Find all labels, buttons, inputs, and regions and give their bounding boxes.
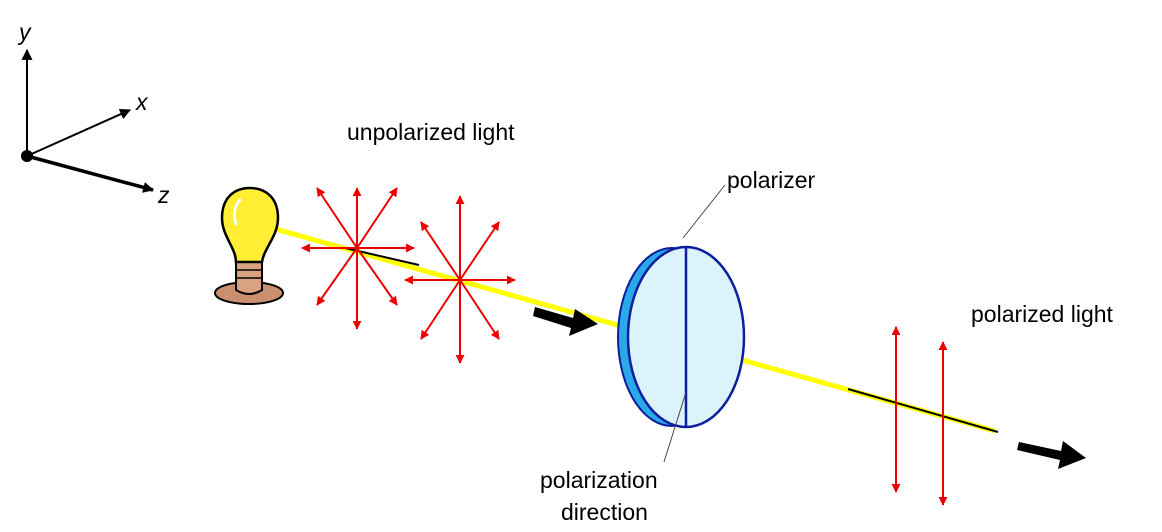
axes-origin: [21, 150, 33, 162]
coordinate-axes: y x z: [17, 19, 170, 208]
unpolarized-light-label: unpolarized light: [347, 119, 515, 145]
z-axis: [26, 154, 155, 193]
polarizer-label: polarizer: [727, 167, 816, 193]
polarizer-leader-line: [682, 184, 726, 239]
x-axis: [26, 109, 132, 157]
light-bulb-icon: [214, 186, 284, 305]
direction-arrow-icon: [533, 307, 598, 336]
polarized-field-arrows: [891, 326, 948, 506]
unpolarized-field-burst-1: [301, 187, 415, 330]
direction-leader-line: [663, 391, 687, 463]
y-axis-label: y: [17, 19, 32, 45]
polarization-direction-label-line2: direction: [561, 499, 648, 525]
polarization-direction-label-line1: polarization: [540, 467, 658, 493]
direction-arrow-icon: [1017, 441, 1086, 469]
polarized-light-label: polarized light: [971, 301, 1114, 327]
polarizer: [617, 245, 746, 429]
z-axis-label: z: [157, 182, 170, 208]
beam-centerline-2: [847, 388, 999, 433]
x-axis-label: x: [135, 89, 149, 115]
unpolarized-field-burst-2: [404, 195, 516, 364]
